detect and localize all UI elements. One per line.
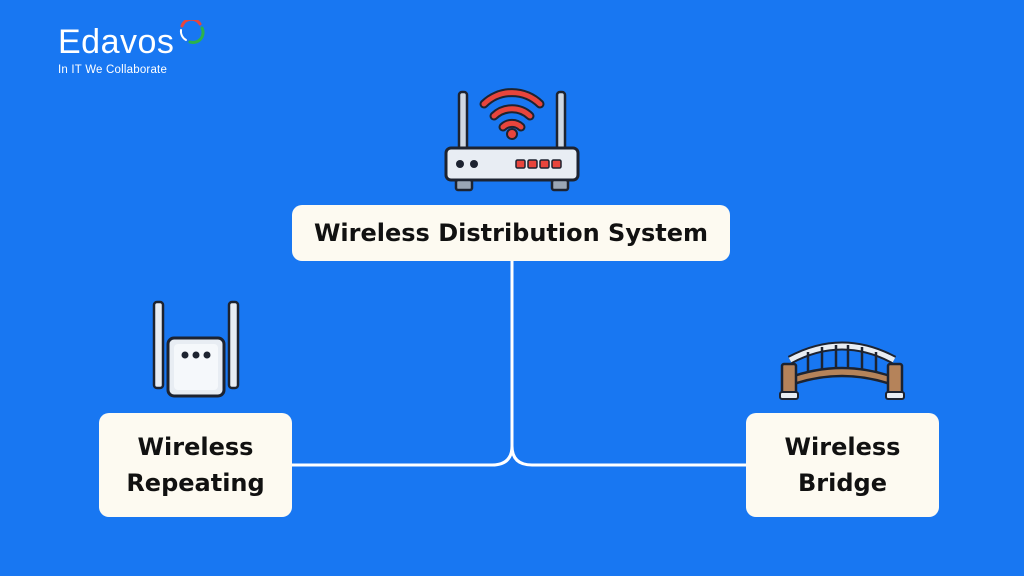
brand-name: Edavos xyxy=(58,23,175,61)
bridge-icon xyxy=(779,341,905,400)
repeater-icon xyxy=(152,300,240,398)
node-label-line2: Repeating xyxy=(126,469,265,497)
brand-logo: Edavos In IT We Collaborate xyxy=(58,20,205,76)
router-icon xyxy=(444,88,580,192)
node-label: Wireless Distribution System xyxy=(313,219,709,247)
node-wireless-repeating: Wireless Repeating xyxy=(99,413,292,517)
node-label-line1: Wireless xyxy=(784,433,901,461)
brand-tagline: In IT We Collaborate xyxy=(58,64,168,76)
node-label-line2: Bridge xyxy=(797,469,887,497)
logo-swoosh-icon xyxy=(179,20,205,44)
node-wireless-distribution-system: Wireless Distribution System xyxy=(292,205,730,261)
node-wireless-bridge: Wireless Bridge xyxy=(746,413,939,517)
node-label-line1: Wireless xyxy=(137,433,254,461)
